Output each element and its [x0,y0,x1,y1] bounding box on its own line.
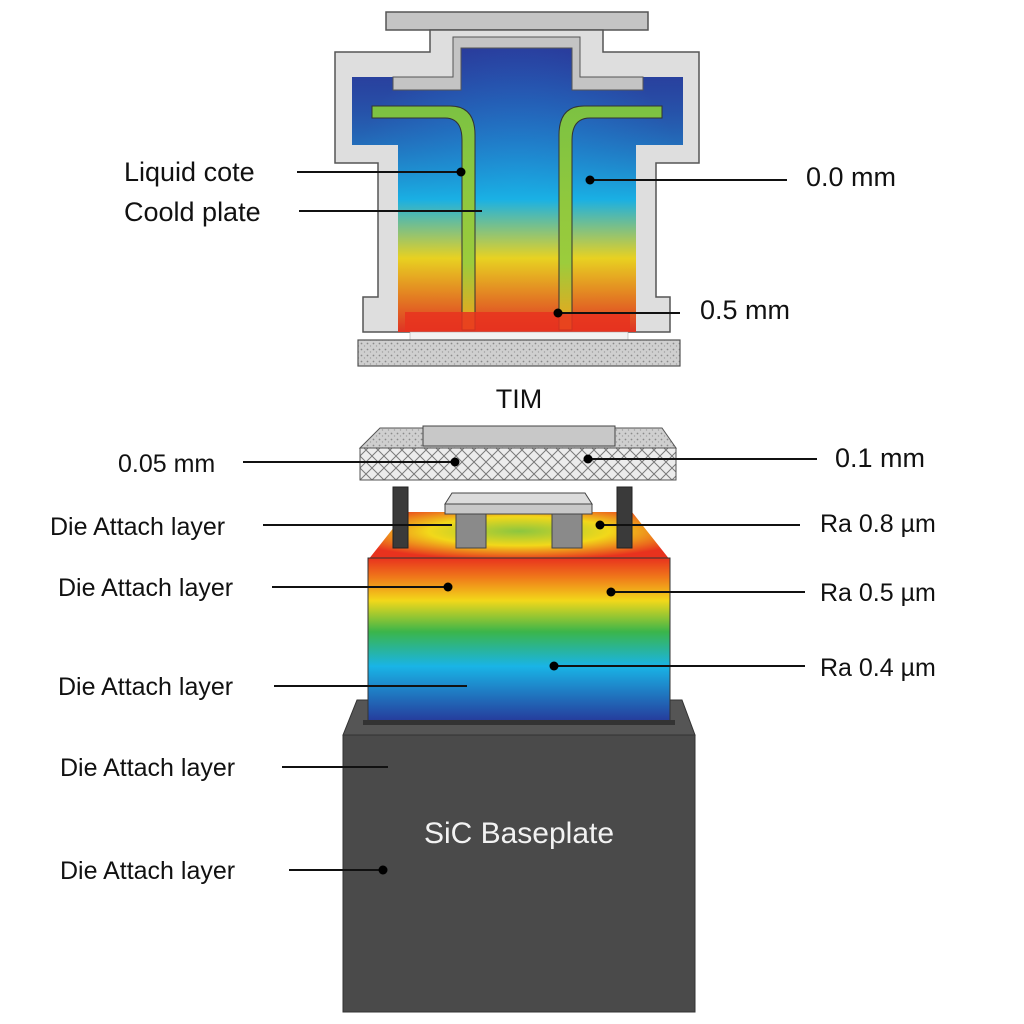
cold-plate [334,11,700,367]
label-left-4: Die Attach layer [60,754,235,782]
tim-title: TIM [496,384,543,414]
label-tim-left: 0.05 mm [118,450,215,478]
marker-dot [450,457,460,467]
marker-dot [443,582,453,592]
marker-dot [549,661,559,671]
marker-dot [595,520,605,530]
marker-dot [456,167,466,177]
label-right-1: Ra 0.8 µm [820,510,936,538]
label-right-2: Ra 0.5 µm [820,579,936,607]
inner-manifold [392,36,644,91]
hot-zone [405,312,630,332]
die-block [363,486,675,725]
baseplate-label: SiC Baseplate [424,817,614,850]
tim-layer [358,425,677,481]
label-liquid: Liquid cote [124,157,255,187]
marker-dot [553,308,563,318]
pillar-left [455,513,487,549]
die-front-face [367,557,671,723]
label-plate: Coold plate [124,197,261,227]
label-right-3: Ra 0.4 µm [820,654,936,682]
label-tim-right: 0.1 mm [835,443,925,473]
label-dim-bottom: 0.5 mm [700,295,790,325]
clip-right [616,486,633,549]
chip-body [444,503,593,515]
clip-left [392,486,409,549]
sic-baseplate: SiC Baseplate [342,699,696,1013]
tim-pad [422,425,616,447]
label-left-3: Die Attach layer [58,673,233,701]
label-dim-top: 0.0 mm [806,162,896,192]
marker-dot [606,587,616,597]
marker-dot [378,865,388,875]
label-left-2: Die Attach layer [58,574,233,602]
label-left-5: Die Attach layer [60,857,235,885]
baseplate-body [342,734,696,1013]
tim-front-face [359,447,677,481]
cold-plate-cap [385,11,649,31]
pillar-right [551,513,583,549]
marker-dot [583,454,593,464]
chip-top [444,492,593,505]
interface-band [409,331,629,341]
die-bottom-edge [363,720,675,725]
base-plate [357,339,681,367]
marker-dot [585,175,595,185]
label-left-1: Die Attach layer [50,513,225,541]
